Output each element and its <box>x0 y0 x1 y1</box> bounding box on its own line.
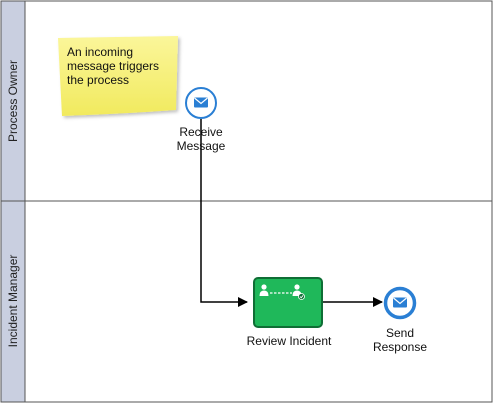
lane-label-incident-manager: Incident Manager <box>6 255 20 348</box>
lane-header-process-owner[interactable] <box>0 0 26 202</box>
end-event-label-line-2: Response <box>373 340 427 354</box>
annotation-line-2: message triggers <box>67 59 159 73</box>
envelope-icon <box>393 297 407 308</box>
end-event-label-line-1: Send <box>386 326 414 340</box>
review-incident-task[interactable] <box>253 277 323 328</box>
annotation-note[interactable]: An incoming message triggers the process <box>58 36 178 116</box>
annotation-line-3: the process <box>67 73 129 87</box>
message-end-event[interactable] <box>383 286 417 320</box>
envelope-icon <box>194 97 208 108</box>
task-label: Review Incident <box>247 334 332 348</box>
user-handoff-icon <box>259 284 305 300</box>
annotation-line-1: An incoming <box>67 45 133 59</box>
lane-label-process-owner: Process Owner <box>6 60 20 142</box>
sequence-flow-start-to-task[interactable] <box>200 119 248 307</box>
message-start-event[interactable] <box>185 87 217 119</box>
start-event-label-line-1: Receive <box>179 125 223 139</box>
start-event-label-line-2: Message <box>177 139 226 153</box>
